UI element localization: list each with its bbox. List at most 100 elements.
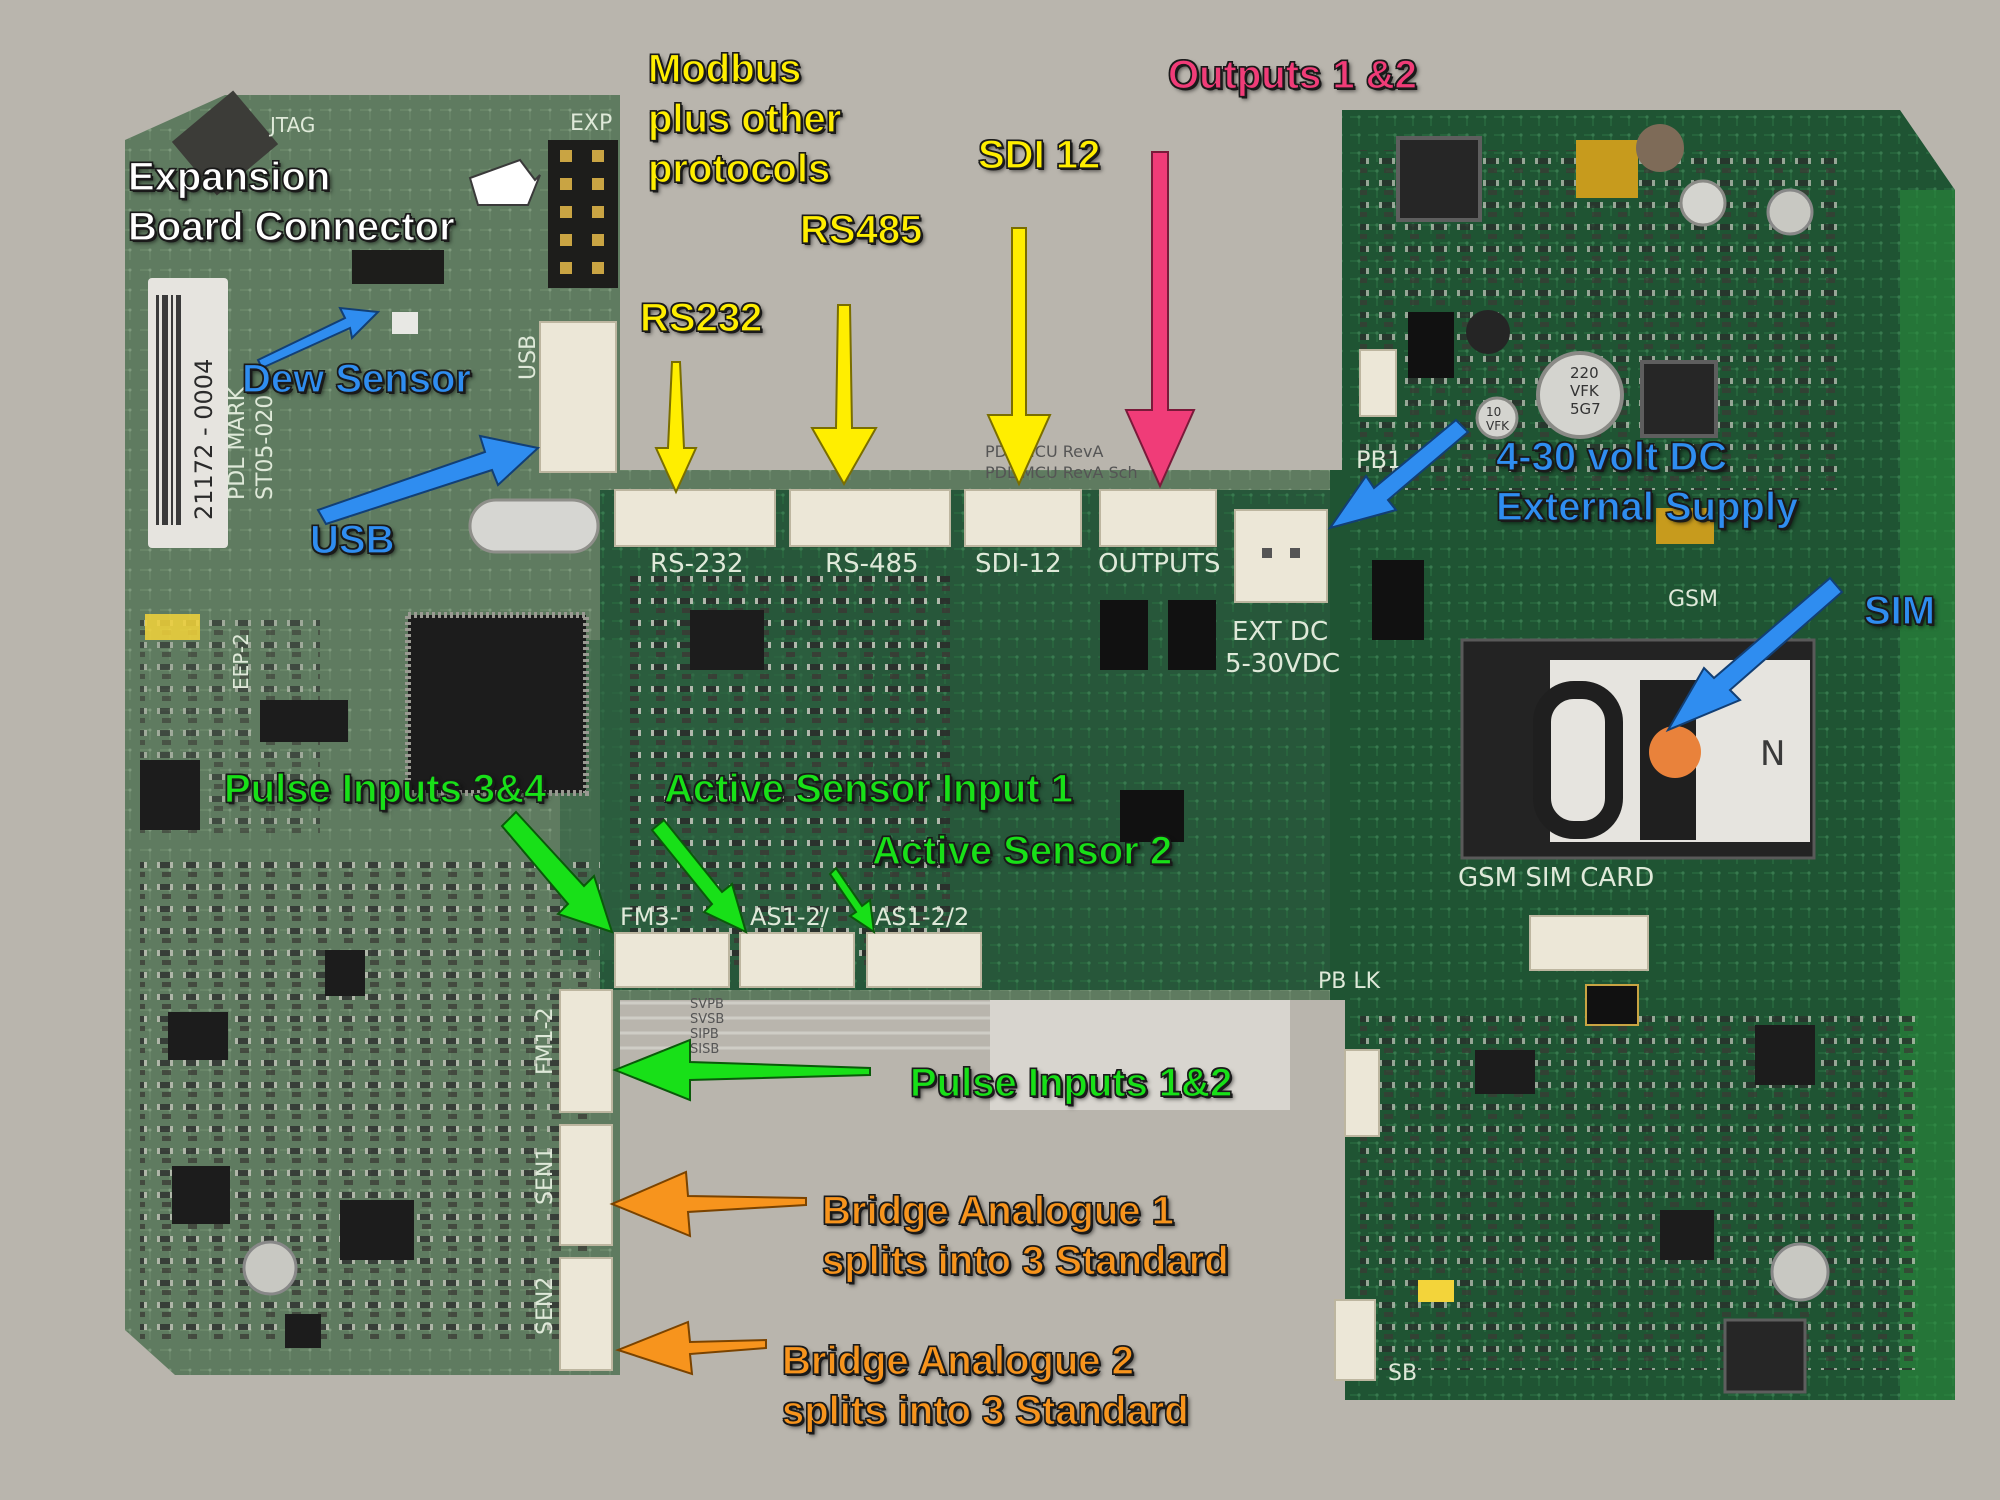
mounting-screw-top <box>1766 188 1814 236</box>
pulse34-arrow <box>500 810 614 934</box>
rs232-arrow <box>654 361 698 495</box>
fm3-silk: FM3- <box>620 903 678 931</box>
fm3-connector <box>614 932 730 988</box>
inductor-1 <box>1396 136 1482 222</box>
crystal-oscillator <box>468 498 600 554</box>
sdi12-arrow <box>986 227 1052 487</box>
lower-side-connector <box>1344 1049 1380 1137</box>
callout-dew-sensor: Dew Sensor <box>241 356 471 401</box>
callout-modbus-line-2: plus other <box>647 96 842 141</box>
power-diode <box>1372 560 1424 640</box>
supply-arrow <box>1327 418 1470 530</box>
callout-rs232: RS232 <box>639 295 763 340</box>
cap-value-3: 5G7 <box>1570 400 1601 418</box>
as12-silk: AS1-2/ <box>750 903 830 931</box>
diode-chip <box>1120 790 1184 842</box>
rs232-silk: RS-232 <box>650 549 744 579</box>
as122-silk: AS1-2/2 <box>875 903 969 931</box>
expansion-header <box>548 140 618 288</box>
callout-pulse34: Pulse Inputs 3&4 <box>223 766 547 811</box>
callout-bridge2-line-1: Bridge Analogue 2 <box>781 1338 1134 1383</box>
yellow-led-pad-left <box>145 614 200 640</box>
eeprom-label: EEP-2 <box>229 633 253 690</box>
bridge1-arrow <box>609 1170 807 1238</box>
callout-arrows <box>256 151 1844 1376</box>
yellow-led-pad <box>1418 1280 1454 1302</box>
rs485-connector <box>789 489 951 547</box>
callout-sdi12: SDI 12 <box>977 132 1101 177</box>
serial-number: 21172 - 0004 <box>190 359 218 520</box>
gsm-sim-card-silk: GSM SIM CARD <box>1458 863 1654 893</box>
dew-sensor-component <box>392 312 418 334</box>
lower-left-chip-3 <box>340 1200 414 1260</box>
tantalum-capacitor <box>1576 140 1638 198</box>
active2-arrow <box>828 866 876 935</box>
ext-dc-connector <box>1234 509 1328 603</box>
active1-arrow <box>650 818 748 934</box>
small-cap-value-1: 10 <box>1486 405 1501 419</box>
callout-modbus: Modbus plus other protocols <box>647 44 842 194</box>
callout-bridge2-line-2: splits into 3 Standard <box>781 1388 1189 1433</box>
fm12-connector <box>559 989 613 1113</box>
callout-sim: SIM <box>1863 588 1936 633</box>
callout-pulse12: Pulse Inputs 1&2 <box>909 1060 1233 1105</box>
board-name-text: PDL MARK <box>225 386 250 500</box>
exp-label: EXP <box>570 111 612 136</box>
small-header <box>352 250 444 284</box>
small-chip <box>140 760 200 830</box>
expansion-arrow <box>468 158 541 206</box>
paper-label-4: SISB <box>690 1042 719 1057</box>
sb-label: SB <box>1388 1361 1417 1386</box>
board-version-text: ST05-020 <box>253 395 278 500</box>
usb-arrow <box>316 434 541 526</box>
small-capacitor-top <box>1679 179 1727 227</box>
paper-label-3: SIPB <box>690 1027 719 1042</box>
pb-lk-label: PB LK <box>1318 969 1381 994</box>
callout-bridge1-line-1: Bridge Analogue 1 <box>821 1188 1174 1233</box>
sen2-silk: SEN2 <box>533 1277 558 1335</box>
regulator-chip <box>1408 312 1454 378</box>
callout-bridge1-line-2: splits into 3 Standard <box>821 1238 1229 1283</box>
tantalum-capacitor-2 <box>1656 508 1714 544</box>
callout-rs485: RS485 <box>799 207 923 252</box>
callout-active1: Active Sensor Input 1 <box>663 766 1073 811</box>
as2-connector <box>866 932 982 988</box>
modem-chip <box>1755 1025 1815 1085</box>
lower-left-chip-2 <box>172 1166 230 1224</box>
cap-value-1: 220 <box>1570 364 1599 382</box>
bridge2-arrow <box>615 1320 767 1376</box>
usb-label: USB <box>516 335 541 380</box>
callout-supply-line-2: External Supply <box>1495 484 1799 529</box>
rs485-arrow <box>810 304 878 487</box>
outputs-silk: OUTPUTS <box>1098 549 1220 579</box>
callout-supply: 4-30 volt DC External Supply <box>1495 432 1799 532</box>
outputs-arrow <box>1124 151 1196 489</box>
dew-sensor-arrow <box>256 306 381 370</box>
inductor-2 <box>1640 360 1718 438</box>
callout-bridge2: Bridge Analogue 2 splits into 3 Standard <box>781 1336 1189 1436</box>
callout-expansion-line-2: Board Connector <box>127 204 455 249</box>
lower-left-chip-5 <box>285 1314 321 1348</box>
callout-bridge1: Bridge Analogue 1 splits into 3 Standard <box>821 1186 1229 1286</box>
buzzer-component <box>1636 124 1684 172</box>
paper-label-1: SVPB <box>690 997 724 1012</box>
eeprom-chip <box>260 700 348 742</box>
paper-label-2: SVSB <box>690 1012 724 1027</box>
lower-chip-2 <box>1660 1210 1714 1260</box>
small-capacitor-mid <box>1475 396 1519 440</box>
ext-dc-silk-1: EXT DC <box>1232 617 1328 647</box>
callout-supply-line-1: 4-30 volt DC <box>1495 434 1728 479</box>
expansion-header-pins <box>560 150 604 274</box>
fm12-silk: FM1-2 <box>533 1007 558 1075</box>
lower-left-chip-4 <box>325 950 365 996</box>
small-cap-value-2: VFK <box>1486 419 1510 433</box>
callout-modbus-line-1: Modbus <box>647 46 802 91</box>
barcode-lines <box>156 295 181 525</box>
sim-logo <box>1649 726 1701 778</box>
mcu-chip <box>405 612 589 796</box>
sen1-silk: SEN1 <box>533 1147 558 1205</box>
callout-modbus-line-3: protocols <box>647 146 831 191</box>
cap-value-2: VFK <box>1570 382 1600 400</box>
jtag-label: JTAG <box>268 113 315 137</box>
